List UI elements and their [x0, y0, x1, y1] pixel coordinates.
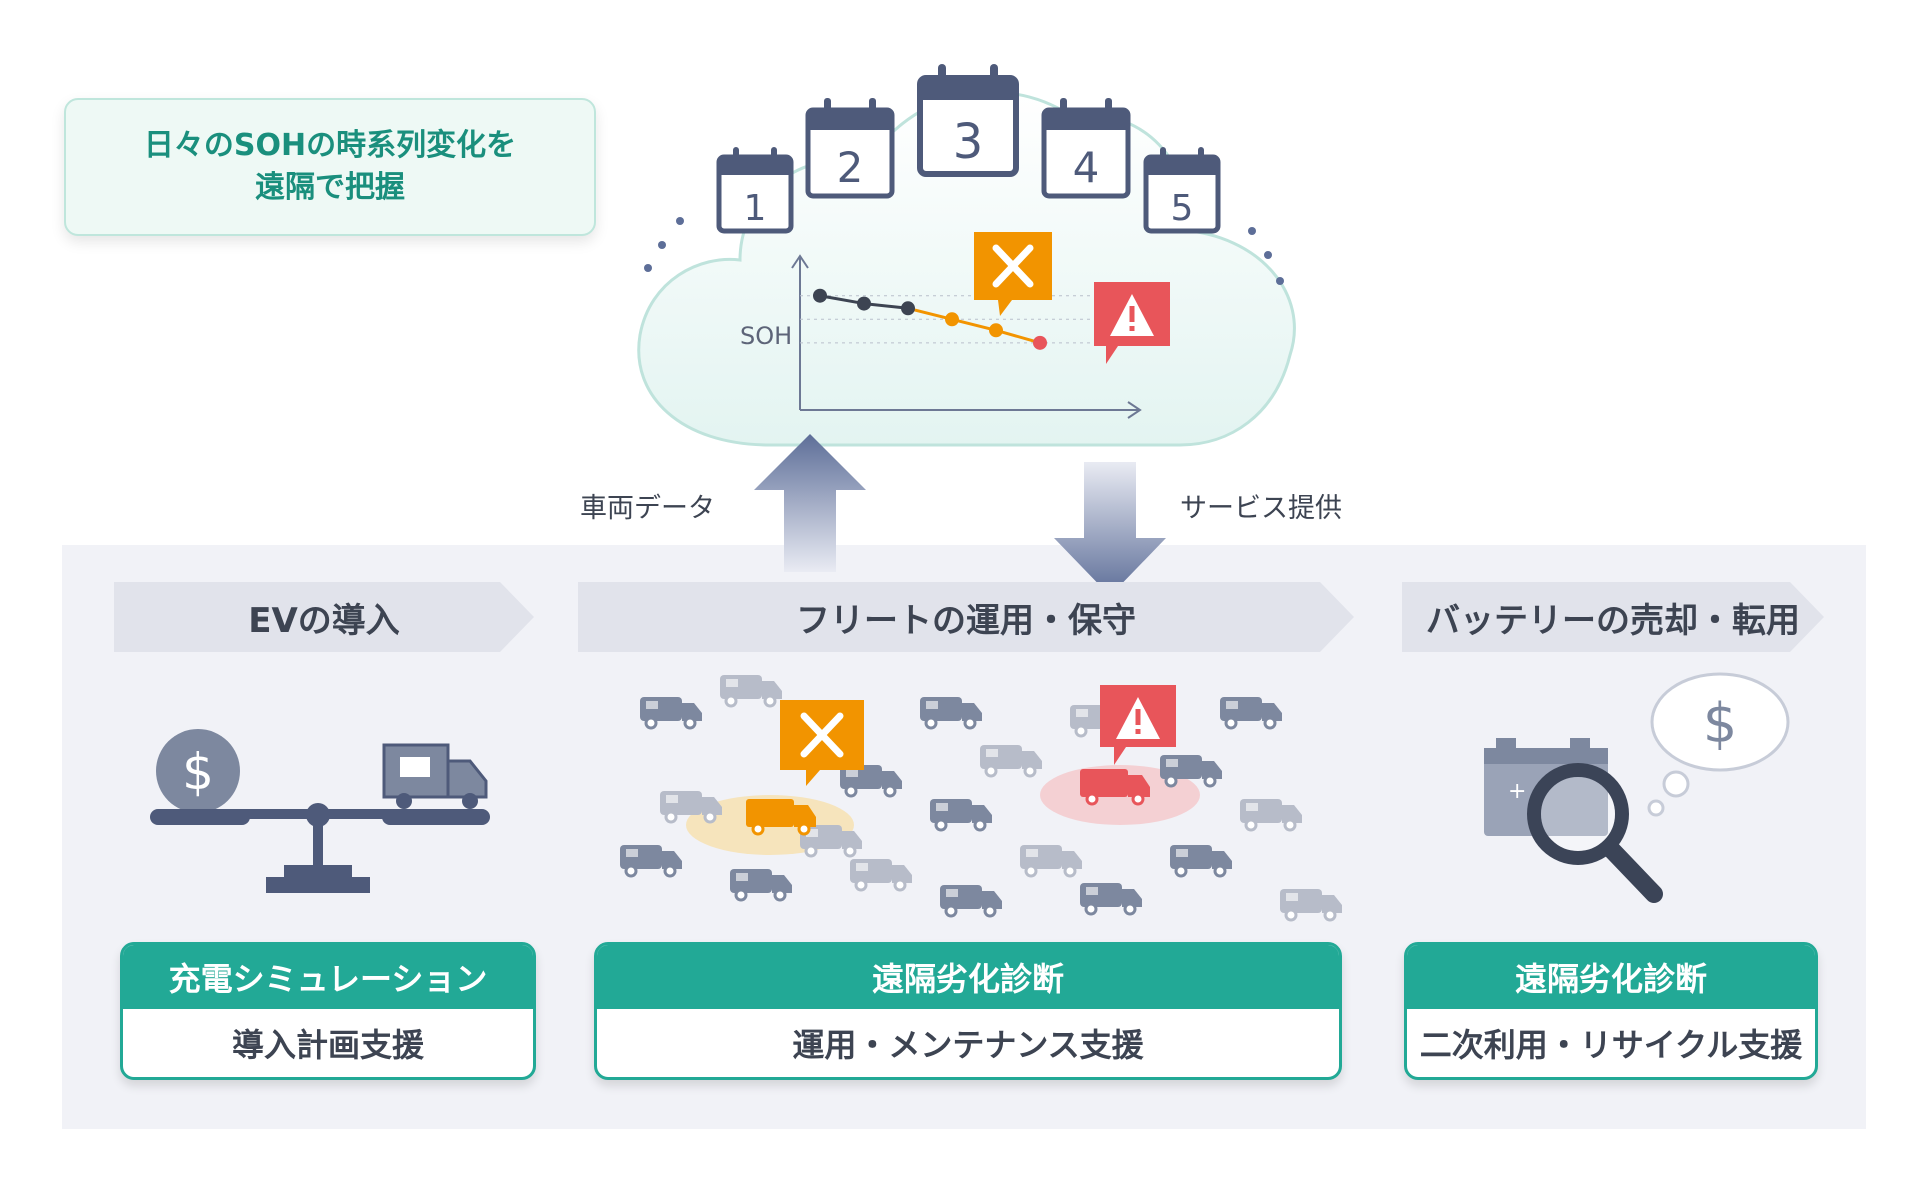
- card-ev-introduction: 充電シミュレーション 導入計画支援: [120, 942, 536, 1080]
- series-points: [813, 288, 1047, 350]
- y-axis-arrow: [791, 254, 809, 269]
- series-segment: [951, 317, 997, 332]
- warning-badge-fleet: [1100, 685, 1176, 765]
- van-icon: [800, 825, 862, 858]
- series-segment: [907, 306, 953, 321]
- ev-truck-icon: [382, 743, 488, 809]
- maintenance-badge: [974, 232, 1052, 316]
- calendar-day-5: 5: [1142, 145, 1222, 239]
- calendar-number: 4: [1073, 143, 1100, 192]
- balance-scale-icon: $: [150, 729, 490, 893]
- data-point: [813, 288, 827, 303]
- card-bottom-fleet-operation: 運用・メンテナンス支援: [792, 1026, 1144, 1064]
- grid-lines: [800, 295, 1120, 344]
- chart-axis-label: SOH: [740, 322, 792, 350]
- series-segment: [819, 294, 865, 306]
- callout-line-1: 日々のSOHの時系列変化を: [143, 128, 517, 163]
- van-icon: [720, 675, 782, 708]
- card-bottom-battery-reuse: 二次利用・リサイクル支援: [1419, 1026, 1803, 1064]
- van-icon: [940, 885, 1002, 918]
- calendar-number: 5: [1171, 188, 1194, 229]
- van-icon: [620, 845, 682, 878]
- x-axis-arrow: [1127, 401, 1142, 419]
- wrench-icon: [992, 244, 1034, 288]
- van-icon: [730, 869, 792, 902]
- series-segment: [863, 302, 909, 310]
- series-segment: [995, 328, 1041, 345]
- warning-badge: [1094, 282, 1170, 364]
- data-point: [945, 312, 959, 327]
- calendar-number: 2: [837, 143, 864, 192]
- dollar-icon: $: [1703, 692, 1737, 755]
- van-icon: [640, 697, 702, 730]
- thought-bubble: [1650, 672, 1790, 772]
- van-icon: [1080, 883, 1142, 916]
- svg-text:+: +: [1508, 779, 1526, 804]
- van-icon: [1020, 845, 1082, 878]
- dotted-arc: [644, 217, 1284, 285]
- fleet-vehicles: [620, 675, 1342, 922]
- callout-line-2: 遠隔で把握: [255, 170, 405, 205]
- van-icon: [1220, 697, 1282, 730]
- van-icon: [980, 745, 1042, 778]
- calendar-number: 1: [744, 188, 767, 229]
- van-icon: [1170, 845, 1232, 878]
- vehicle-data-label: 車両データ: [580, 493, 715, 524]
- van-icon: [850, 859, 912, 892]
- van-group: [620, 675, 1342, 922]
- van-icon: [920, 697, 982, 730]
- magnifier-icon: [1527, 763, 1663, 903]
- service-label: サービス提供: [1180, 493, 1342, 524]
- card-top-fleet-operation: 遠隔劣化診断: [597, 945, 1339, 1009]
- van-icon: [1160, 755, 1222, 788]
- upload-arrow: [754, 434, 866, 572]
- van-icon: [930, 799, 992, 832]
- data-point: [901, 301, 915, 316]
- stage-banner-ev-introduction: EVの導入: [114, 582, 534, 652]
- stage-banner-fleet-operation: フリートの運用・保守: [578, 582, 1354, 652]
- data-point: [857, 296, 871, 311]
- van-icon: [1240, 799, 1302, 832]
- data-point: [1033, 335, 1047, 350]
- stage-banner-battery-reuse: バッテリーの売却・転用: [1402, 582, 1824, 652]
- data-point: [989, 323, 1003, 338]
- service-arrow: [1054, 462, 1166, 596]
- maintenance-badge-fleet: [780, 700, 864, 786]
- wrench-icon: [800, 712, 844, 758]
- series-lines: [819, 294, 1041, 345]
- card-bottom-ev-introduction: 導入計画支援: [231, 1026, 424, 1064]
- calendar-day-4: 4: [1040, 96, 1132, 204]
- card-top-battery-reuse: 遠隔劣化診断: [1407, 945, 1815, 1009]
- calendar-number: 3: [953, 114, 984, 170]
- card-fleet-operation: 遠隔劣化診断 運用・メンテナンス支援: [594, 942, 1342, 1080]
- card-battery-reuse: 遠隔劣化診断 二次利用・リサイクル支援: [1404, 942, 1818, 1080]
- soh-chart: SOH: [740, 254, 1142, 419]
- van-icon: [1280, 889, 1342, 922]
- calendar-day-1: 1: [715, 145, 795, 239]
- battery-inspection-icon: $ +: [1484, 672, 1790, 903]
- calendar-day-3: 3: [916, 62, 1020, 182]
- callout-box: 日々のSOHの時系列変化を 遠隔で把握: [64, 98, 596, 236]
- van-icon: [840, 765, 902, 798]
- calendar-day-2: 2: [804, 96, 896, 204]
- card-top-ev-introduction: 充電シミュレーション: [123, 945, 533, 1009]
- van-with-warning-icon: [1080, 769, 1150, 806]
- van-in-maintenance-icon: [746, 799, 816, 836]
- dollar-icon: $: [182, 743, 214, 801]
- van-icon: [660, 791, 722, 824]
